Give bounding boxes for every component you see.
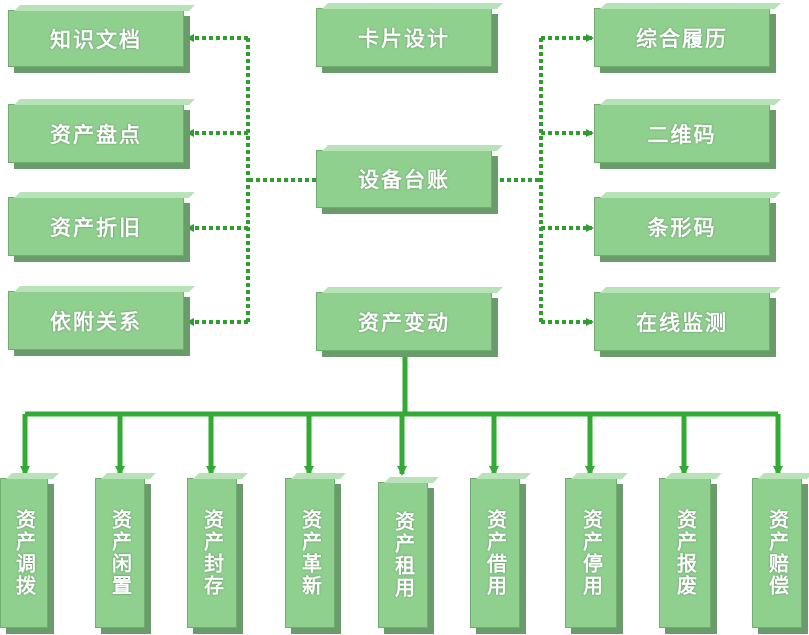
node-asset-suspend: 资产停用: [565, 478, 617, 628]
node-online-monitoring: 在线监测: [594, 292, 770, 351]
node-asset-sealed: 资产封存: [187, 478, 237, 628]
node-asset-borrow: 资产借用: [470, 478, 520, 628]
node-asset-scrap: 资产报废: [659, 478, 711, 628]
node-dependency: 依附关系: [8, 291, 184, 350]
node-asset-renovation: 资产革新: [285, 478, 335, 628]
node-asset-lease: 资产租用: [378, 482, 428, 628]
node-equipment-ledger: 设备台账: [316, 150, 492, 208]
node-qr-code: 二维码: [594, 104, 770, 163]
node-asset-idle: 资产闲置: [95, 478, 145, 628]
node-asset-depreciation: 资产折旧: [8, 197, 184, 256]
node-asset-transfer: 资产调拨: [0, 478, 48, 628]
node-comprehensive-history: 综合履历: [594, 8, 770, 67]
node-card-design: 卡片设计: [316, 8, 492, 67]
node-asset-change: 资产变动: [316, 292, 492, 351]
node-knowledge-docs: 知识文档: [8, 10, 184, 67]
node-asset-inventory: 资产盘点: [8, 104, 184, 163]
node-barcode: 条形码: [594, 197, 770, 256]
node-asset-compensation: 资产赔偿: [752, 478, 802, 628]
